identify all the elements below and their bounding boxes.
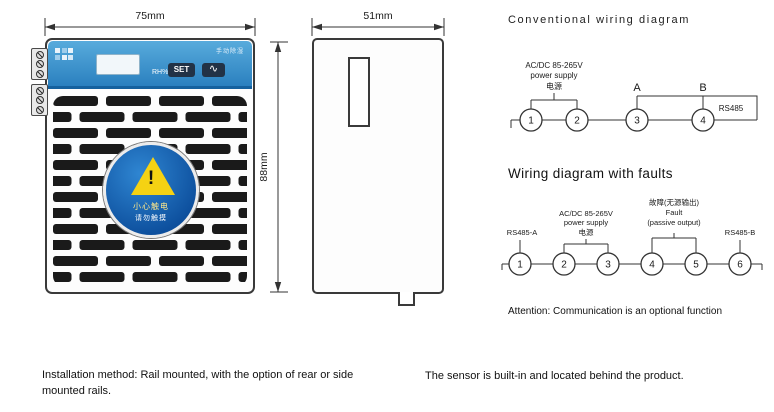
terminal-number: 3: [634, 116, 640, 127]
screw-icon: [35, 86, 44, 95]
mode-label: 手动除湿: [215, 49, 244, 55]
installation-note: Installation method: Rail mounted, with …: [42, 369, 354, 397]
terminal-number: 2: [561, 260, 567, 271]
rh-percent-label: RH%: [152, 69, 169, 76]
exclamation-mark: !: [147, 168, 155, 189]
rs485-b-pin: B: [699, 82, 706, 94]
warning-text-2: 请勿触摸: [135, 215, 167, 222]
brand-logo: [55, 48, 73, 60]
dimension-width-front: 75mm: [44, 10, 256, 36]
dimension-width-side: 51mm: [311, 10, 445, 36]
attention-note: Attention: Communication is an optional …: [508, 306, 723, 317]
side-slot: [348, 57, 370, 127]
screw-icon: [35, 60, 44, 68]
terminal-block-top: [31, 48, 48, 80]
terminal-number: 4: [700, 116, 706, 127]
conventional-wiring-diagram: AC/DC 85-265V power supply 电源 A B RS485 …: [510, 61, 758, 132]
terminal-block-bottom: [31, 84, 48, 116]
fault-label-3: (passive output): [647, 218, 701, 227]
dim-51-label: 51mm: [363, 10, 392, 22]
rs485-label: RS485: [719, 104, 744, 113]
terminal-circles: 1 2 3 4: [519, 108, 715, 132]
terminal-number: 2: [574, 116, 580, 127]
dim-88-label: 88mm: [258, 152, 270, 181]
fault-label-1: 故障(无源输出): [649, 197, 699, 207]
rs485b-label: RS485-B: [725, 228, 755, 237]
device-header-panel: RH% 手动除湿 SET ∿: [48, 41, 252, 89]
fault-label-2: Fault: [666, 208, 684, 217]
screw-icon: [35, 96, 44, 104]
faults-wiring-diagram: RS485-A AC/DC 85-265V power supply 电源 故障…: [501, 197, 763, 276]
terminal-number: 4: [649, 260, 655, 271]
screw-icon: [35, 105, 44, 114]
screw-icon: [35, 69, 44, 78]
terminal-number: 1: [517, 260, 523, 271]
terminal-number: 6: [737, 260, 743, 271]
rs485a-label: RS485-A: [507, 228, 537, 237]
conventional-wiring-title: Conventional wiring diagram: [508, 14, 690, 26]
terminal-number: 1: [528, 116, 534, 127]
warning-text-1: 小心触电: [133, 202, 169, 211]
dimension-height-front: 88mm: [258, 41, 288, 293]
power-label-2: power supply: [530, 71, 577, 80]
power-label-1: AC/DC 85-265V: [559, 209, 613, 218]
rs485-a-pin: A: [633, 82, 641, 94]
device-front-view: RH% 手动除湿 SET ∿: [31, 38, 255, 294]
set-button: SET: [168, 63, 195, 77]
rail-clip-tab: [398, 292, 415, 306]
power-label-3: 电源: [579, 227, 594, 237]
lcd-display: [96, 54, 140, 75]
terminal-circles: 1 2 3 4 5 6: [508, 252, 752, 276]
dim-75-label: 75mm: [135, 10, 164, 22]
screw-icon: [35, 50, 44, 59]
faults-wiring-title: Wiring diagram with faults: [508, 166, 673, 181]
device-side-view: [312, 38, 444, 306]
terminal-number: 5: [693, 260, 699, 271]
sensor-note: The sensor is built-in and located behin…: [425, 370, 684, 382]
power-label-3: 电源: [546, 81, 562, 91]
power-label-2: power supply: [564, 218, 608, 227]
warning-badge: ! 小心触电 请勿触摸: [103, 142, 199, 238]
power-label-1: AC/DC 85-265V: [525, 61, 583, 70]
wave-icon: ∿: [202, 63, 225, 77]
terminal-number: 3: [605, 260, 611, 271]
